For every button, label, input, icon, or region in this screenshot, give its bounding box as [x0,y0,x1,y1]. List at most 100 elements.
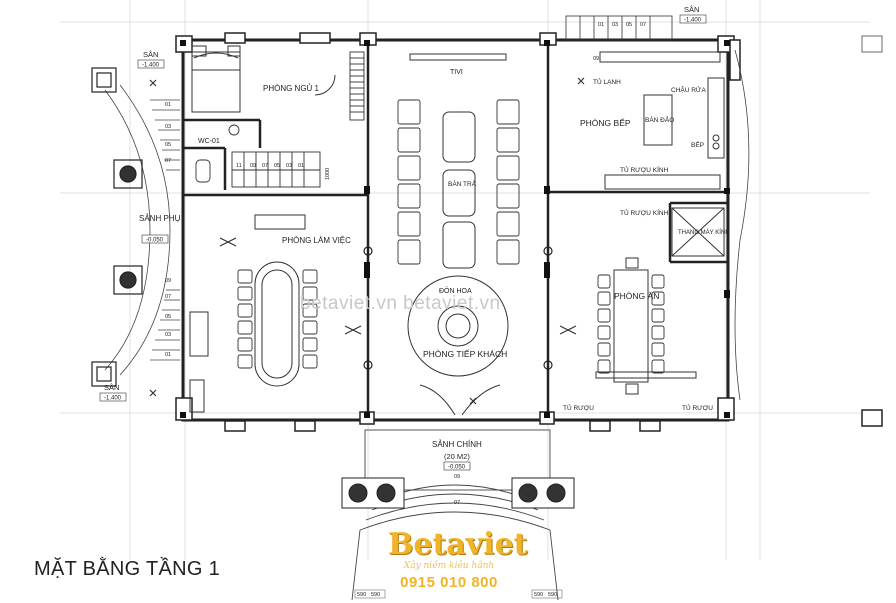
label-sink: CHẬU RỬA [671,85,706,94]
front-step-07: 07 [454,500,460,506]
watermark-text: betaviet.vn betaviet.vn [300,293,501,314]
armchair [397,155,421,181]
tr-stair-03: 03 [612,22,618,28]
stair-lower-03: 03 [165,332,171,338]
bedroom-furniture [191,45,336,113]
kitchen-furniture [595,51,725,379]
label-main-lobby: SẢNH CHÍNH [432,440,482,449]
office-chair [302,354,318,369]
office-chair [302,320,318,335]
office-chair [237,269,253,284]
label-stove: BẾP [691,139,704,149]
entrance-pedestals [341,477,575,509]
armchair [496,239,520,265]
logo-slogan: Xây niềm kiêu hãnh [403,561,495,571]
armchair [397,211,421,237]
terrace-left-bottom: SÂN [104,383,119,392]
label-side-lobby: SẢNH PHỤ [139,214,181,223]
room-labels: PHÒNG NGỦ 1 WC-01 PHÒNG LÀM VIỆC SẢNH PH… [139,69,730,461]
label-flower-table: ĐÔN HOA [439,286,472,295]
main-lobby-level: -0.050 [448,465,466,471]
right-terrace [734,35,883,401]
dim-br-a: 590 [534,592,543,598]
office-chair [237,286,253,301]
stair-lower-07: 07 [165,294,171,300]
office-table [254,214,306,387]
office-chair [237,303,253,318]
label-wine-1: TỦ RƯỢU [563,403,594,412]
label-wc: WC-01 [198,138,220,145]
terrace-right-top-level: -1.400 [684,18,702,24]
office-chair [302,337,318,352]
office-chair [302,303,318,318]
armchair [397,99,421,125]
tr-stair-07: 07 [640,22,646,28]
label-elevator: THANG MÁY KÍNH [678,229,730,236]
label-kitchen: PHÒNG BẾP [580,118,631,128]
stair-left-07: 07 [165,158,171,164]
label-tv: TIVI [450,69,463,76]
inner-stair-01: 01 [298,163,304,169]
dining-chair [651,308,665,323]
outer-walls [181,38,730,422]
dining-chair [651,325,665,340]
dim-br-b: 590 [548,592,557,598]
label-dining: PHÒNG ĂN [614,291,659,301]
dining-chair [597,325,611,340]
drawing-title: MẶT BẰNG TẦNG 1 [34,558,221,580]
armchair [496,211,520,237]
armchair [397,183,421,209]
stair-left-01: 01 [165,102,171,108]
stair-lower-05: 05 [165,314,171,320]
stair-lower-09: 09 [165,278,171,284]
armchair [397,127,421,153]
dining-chair [651,291,665,306]
label-wine-2: TỦ RƯỢU [682,403,713,412]
office-chair [237,337,253,352]
inner-stair-11: 11 [236,163,242,169]
inner-stair-size: 1000 [325,168,331,180]
armchair [496,99,520,125]
side-lobby-level: -0.050 [146,238,164,244]
stair-left-05: 05 [165,142,171,148]
label-reception: PHÒNG TIẾP KHÁCH [423,349,507,359]
office-chair [237,354,253,369]
inner-stair-03: 03 [286,163,292,169]
stair-left-03: 03 [165,124,171,130]
inner-stair-09: 09 [250,163,256,169]
dining-chair [597,359,611,374]
reception-furniture [189,53,509,416]
terrace-left-top: SÂN [143,50,158,59]
terrace-right-top: SÂN [684,5,699,14]
office-chair [302,269,318,284]
tr-stair-09: 09 [593,56,599,62]
dimension-labels: 590 590 590 590 [354,589,563,599]
sofa-chairs [397,99,520,265]
label-island: BÀN ĐẢO [645,115,674,124]
dining-chair [597,308,611,323]
column-posts [180,40,730,418]
inner-walls [183,40,728,420]
label-tea-table: BÀN TRÀ [448,179,477,188]
label-main-lobby-area: (20 M2) [444,452,470,461]
level-labels: SÂN -1.400 SÂN -1.400 SÂN -1.400 -0.050 … [99,5,707,471]
inner-stair [231,51,365,188]
stair-lower-01: 01 [165,352,171,358]
terrace-left-top-level: -1.400 [142,63,160,69]
logo-brand: Betaviet [388,527,528,562]
stair-number-labels: 01 03 05 07 09 07 05 03 01 11 09 07 05 0… [165,22,646,506]
armchair [496,183,520,209]
wc-fixtures [195,124,240,183]
dining-chair [651,274,665,289]
armchair [496,155,520,181]
dining-chair [651,342,665,357]
label-wine-glass-2: TỦ RƯỢU KÍNH [620,208,669,217]
plant-icons [149,77,585,405]
top-right-stair [565,15,673,41]
left-terrace-stair [104,84,180,376]
tr-stair-01: 01 [598,22,604,28]
dining-chair [597,342,611,357]
label-fridge: TỦ LẠNH [593,77,621,86]
office-chair [237,320,253,335]
